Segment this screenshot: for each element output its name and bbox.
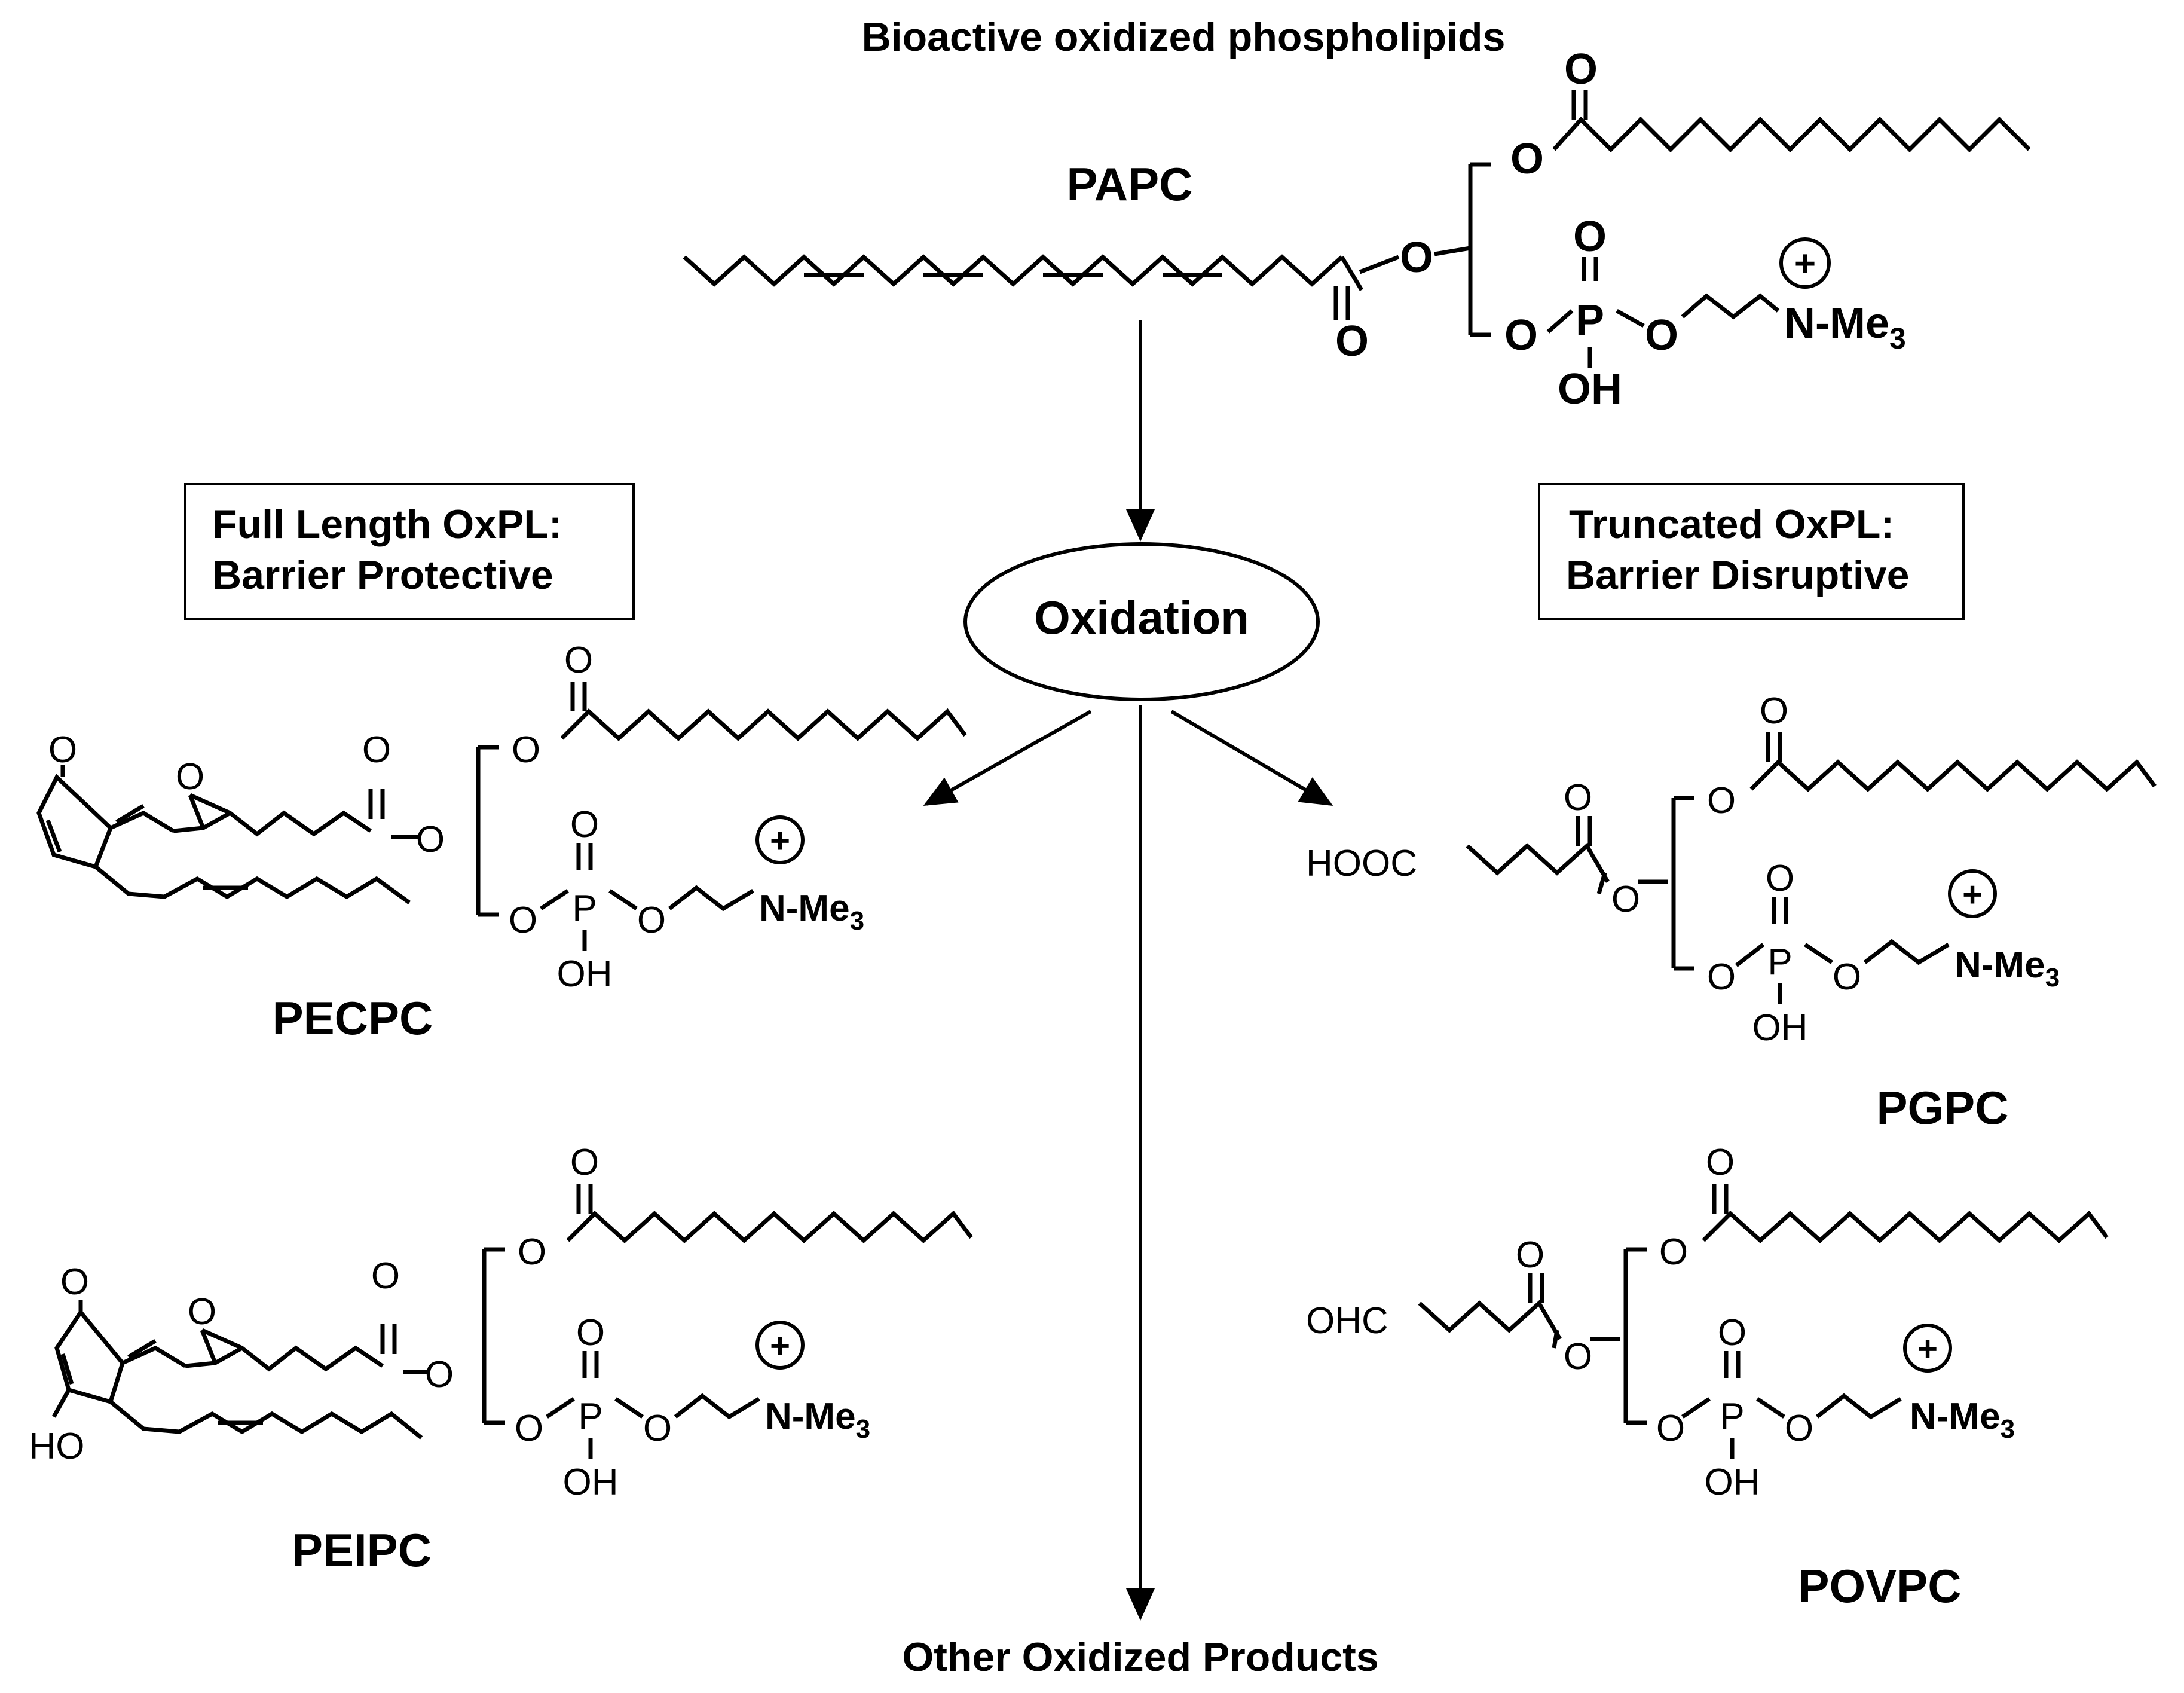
peipc-o-phosphate: O bbox=[515, 1408, 543, 1449]
peipc-epoxide-o: O bbox=[188, 1291, 216, 1333]
peipc-ester-o: O bbox=[425, 1354, 454, 1395]
pgpc-plus: + bbox=[1962, 875, 1983, 914]
truncated-line2: Barrier Disruptive bbox=[1566, 552, 1909, 598]
truncated-line1: Truncated OxPL: bbox=[1569, 502, 1894, 547]
povpc-structure: OHC O O O O O O P OH O N-Me3 + bbox=[1306, 1142, 2109, 1503]
pecpc-nme3: N-Me3 bbox=[759, 888, 864, 936]
full-length-line2: Barrier Protective bbox=[212, 552, 553, 598]
pecpc-plus-circle bbox=[755, 815, 805, 864]
peipc-o-sn1: O bbox=[518, 1231, 546, 1273]
peipc-plus: + bbox=[770, 1327, 790, 1365]
peipc-ho: HO bbox=[29, 1426, 85, 1467]
papc-label: PAPC bbox=[1067, 158, 1193, 210]
povpc-label: POVPC bbox=[1798, 1560, 1961, 1612]
pecpc-epoxide-o: O bbox=[176, 756, 204, 797]
pgpc-p: P bbox=[1767, 942, 1792, 983]
povpc-o-phosphate: O bbox=[1656, 1408, 1685, 1449]
povpc-ester-o: O bbox=[1564, 1336, 1592, 1377]
other-products-label: Other Oxidized Products bbox=[902, 1634, 1378, 1680]
papc-p-o-double: O bbox=[1573, 213, 1607, 261]
arrow-to-truncated bbox=[1170, 710, 1333, 806]
povpc-ohc: OHC bbox=[1306, 1300, 1388, 1341]
peipc-p: P bbox=[578, 1396, 602, 1437]
pecpc-p-o-double: O bbox=[570, 804, 599, 845]
peipc-carbonyl-o: O bbox=[371, 1255, 400, 1297]
diagram-title: Bioactive oxidized phospholipids bbox=[862, 14, 1506, 60]
pgpc-carbonyl-o: O bbox=[1564, 777, 1592, 818]
povpc-p-oh: OH bbox=[1705, 1462, 1760, 1503]
papc-o-ester: O bbox=[1400, 234, 1433, 282]
peipc-label: PEIPC bbox=[292, 1524, 432, 1576]
povpc-p: P bbox=[1720, 1396, 1744, 1437]
pgpc-o-phosphate: O bbox=[1707, 956, 1736, 998]
povpc-plus-circle bbox=[1903, 1324, 1952, 1373]
pecpc-p: P bbox=[572, 888, 597, 929]
pecpc-o-choline: O bbox=[637, 900, 666, 941]
papc-o-sn1-carbonyl: O bbox=[1564, 45, 1598, 93]
peipc-p-o-double: O bbox=[576, 1312, 605, 1353]
peipc-plus-circle bbox=[755, 1321, 805, 1370]
pecpc-ring-o: O bbox=[48, 729, 77, 771]
peipc-ring-o: O bbox=[60, 1261, 89, 1303]
pgpc-plus-circle bbox=[1948, 869, 1997, 918]
pecpc-structure: O O O O O O O O P OH O N-Me3 + bbox=[36, 640, 967, 995]
papc-structure: O O O O O P O OH O N-Me3 + bbox=[683, 45, 2031, 413]
pecpc-o-sn1: O bbox=[512, 729, 540, 771]
papc-o-sn1: O bbox=[1510, 135, 1544, 183]
pgpc-o-choline: O bbox=[1833, 956, 1861, 998]
peipc-structure: O HO O O O O O O O P OH O N-Me3 + bbox=[29, 1142, 973, 1503]
povpc-p-o-double: O bbox=[1718, 1312, 1746, 1353]
povpc-carbonyl-o: O bbox=[1516, 1234, 1544, 1276]
povpc-o-sn1: O bbox=[1659, 1231, 1688, 1273]
pgpc-ester-o: O bbox=[1611, 879, 1640, 920]
truncated-box bbox=[1538, 483, 1965, 620]
peipc-p-oh: OH bbox=[563, 1462, 619, 1503]
papc-nme3: N-Me3 bbox=[1784, 300, 1906, 355]
oxidation-ellipse bbox=[963, 542, 1320, 701]
papc-o-choline: O bbox=[1645, 311, 1678, 359]
papc-plus: + bbox=[1794, 243, 1816, 285]
povpc-nme3: N-Me3 bbox=[1910, 1396, 2015, 1444]
pecpc-plus: + bbox=[770, 821, 790, 860]
pgpc-p-o-double: O bbox=[1766, 858, 1794, 899]
pecpc-carbonyl-o: O bbox=[362, 729, 391, 771]
papc-o-carbonyl: O bbox=[1335, 317, 1369, 365]
pgpc-p-oh: OH bbox=[1752, 1007, 1808, 1049]
full-length-line1: Full Length OxPL: bbox=[212, 502, 562, 547]
povpc-o-sn1-carbonyl: O bbox=[1706, 1142, 1735, 1183]
peipc-nme3: N-Me3 bbox=[765, 1396, 870, 1444]
pgpc-hooc: HOOC bbox=[1306, 843, 1417, 884]
pgpc-label: PGPC bbox=[1876, 1081, 2008, 1134]
peipc-o-sn1-carbonyl: O bbox=[570, 1142, 599, 1183]
pecpc-o-sn1-carbonyl: O bbox=[564, 640, 593, 681]
povpc-o-choline: O bbox=[1785, 1408, 1813, 1449]
pecpc-ester-o: O bbox=[416, 819, 445, 860]
papc-plus-circle bbox=[1779, 237, 1831, 289]
pecpc-p-oh: OH bbox=[557, 954, 613, 995]
pgpc-o-sn1-carbonyl: O bbox=[1760, 690, 1788, 732]
pgpc-o-sn1: O bbox=[1707, 780, 1736, 821]
arrow-to-full-length bbox=[923, 710, 1092, 806]
pecpc-label: PECPC bbox=[273, 992, 433, 1044]
povpc-plus: + bbox=[1917, 1330, 1938, 1368]
full-length-box bbox=[184, 483, 635, 620]
papc-p-oh: OH bbox=[1558, 365, 1622, 413]
papc-o-phosphate: O bbox=[1504, 311, 1538, 359]
papc-p: P bbox=[1576, 297, 1604, 344]
pgpc-structure: HOOC O O O O O O P OH O N-Me3 + bbox=[1306, 690, 2157, 1049]
peipc-o-choline: O bbox=[643, 1408, 672, 1449]
oxidation-label: Oxidation bbox=[1034, 591, 1249, 644]
pecpc-o-phosphate: O bbox=[509, 900, 537, 941]
pgpc-nme3: N-Me3 bbox=[1954, 945, 2060, 992]
